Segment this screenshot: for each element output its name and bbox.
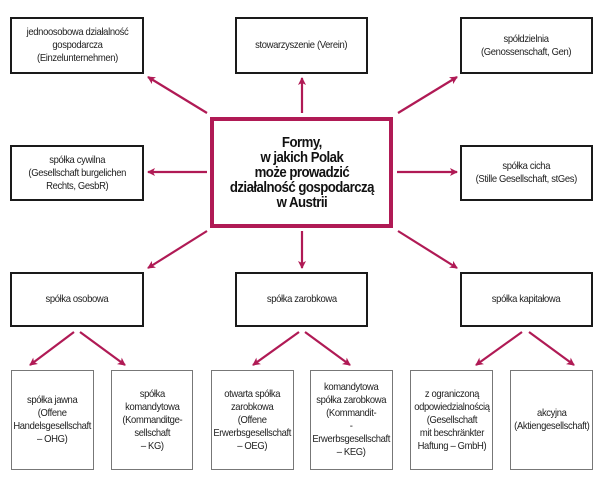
cooperative-box: spółdzielnia (Genossenschaft, Gen): [460, 17, 593, 74]
box-label: spółka cicha (Stille Gesellschaft, stGes…: [475, 160, 578, 185]
arrow-to-gmbh: [475, 331, 523, 366]
box-label: komandytowa spółka zarobkowa (Kommandit-…: [312, 381, 391, 458]
gmbh-box: z ograniczoną odpowiedzialnością (Gesell…: [410, 370, 493, 470]
arrow-to-cooperative: [397, 76, 458, 114]
box-label: z ograniczoną odpowiedzialnością (Gesell…: [413, 387, 490, 452]
box-label: akcyjna (Aktiengesellschaft): [513, 407, 590, 432]
commercial-partnership-group-box: spółka zarobkowa: [235, 272, 368, 327]
box-label: spółdzielnia (Genossenschaft, Gen): [481, 32, 572, 58]
oeg-box: otwarta spółka zarobkowa (Offene Erwerbs…: [211, 370, 294, 470]
box-label: spółka zarobkowa: [266, 293, 337, 305]
capital-company-group-box: spółka kapitałowa: [460, 272, 593, 327]
box-label: stowarzyszenie (Verein): [255, 39, 348, 51]
ohg-box: spółka jawna (Offene Handelsgesellschaft…: [11, 370, 94, 470]
keg-box: komandytowa spółka zarobkowa (Kommandit-…: [310, 370, 393, 470]
silent-partnership-box: spółka cicha (Stille Gesellschaft, stGes…: [460, 145, 593, 201]
box-label: spółka cywilna (Gesellschaft burgelichen…: [28, 153, 126, 192]
box-label: spółka komandytowa (Kommanditge- sellsch…: [122, 387, 182, 452]
civil-partnership-box: spółka cywilna (Gesellschaft burgelichen…: [10, 145, 144, 201]
central-title: Formy, w jakich Polak może prowadzić dzi…: [229, 134, 374, 211]
arrow-to-ohg: [29, 331, 75, 366]
sole-proprietorship-box: jednoosobowa działalność gospodarcza (Ei…: [10, 17, 144, 74]
box-label: otwarta spółka zarobkowa (Offene Erwerbs…: [213, 387, 292, 452]
arrow-to-capital-company: [397, 230, 458, 269]
arrow-to-ag: [528, 331, 575, 366]
association-box: stowarzyszenie (Verein): [235, 17, 368, 74]
central-topic-box: Formy, w jakich Polak może prowadzić dzi…: [210, 117, 393, 228]
arrow-to-oeg: [252, 331, 300, 366]
box-label: jednoosobowa działalność gospodarcza (Ei…: [26, 26, 128, 64]
arrow-to-partnership: [147, 230, 208, 269]
box-label: spółka kapitałowa: [492, 293, 561, 305]
arrow-to-keg: [304, 331, 351, 366]
ag-box: akcyjna (Aktiengesellschaft): [510, 370, 593, 470]
partnership-group-box: spółka osobowa: [10, 272, 144, 327]
kg-box: spółka komandytowa (Kommanditge- sellsch…: [111, 370, 193, 470]
box-label: spółka osobowa: [45, 293, 109, 305]
box-label: spółka jawna (Offene Handelsgesellschaft…: [13, 394, 92, 445]
arrow-to-kg: [79, 331, 126, 366]
arrow-to-sole-proprietorship: [147, 76, 208, 114]
